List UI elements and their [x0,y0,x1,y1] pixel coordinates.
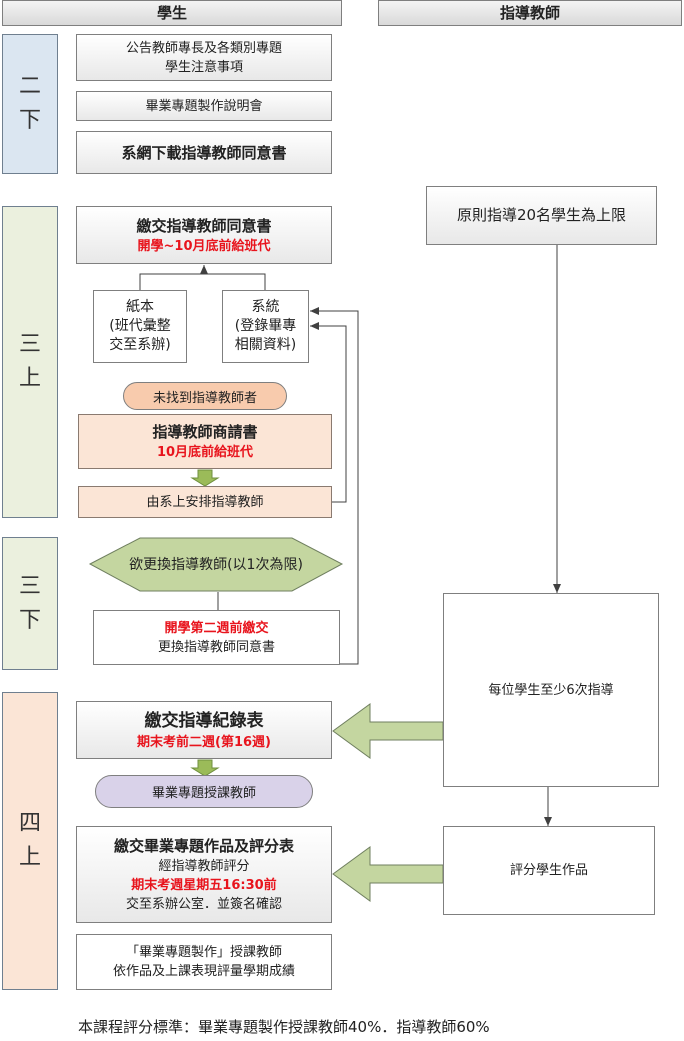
download-consent-text: 系網下載指導教師同意書 [121,143,287,162]
record-box: 繳交指導紀錄表 期末考前二週(第16週) [76,701,332,759]
change-form-box: 開學第二週前繳交 更換指導教師同意書 [93,610,340,665]
small-arrow-request-to-assign [190,469,220,487]
consent-deadline: 開學~10月底前給班代 [137,238,271,254]
semester-bar-4a: 四 上 [2,692,58,990]
consent-box: 繳交指導教師同意書 開學~10月底前給班代 [76,206,332,264]
assign-box: 由系上安排指導教師 [78,486,332,518]
connector-change-to-system [310,307,359,665]
small-arrow-record-to-teacher [190,759,220,777]
guidance-text: 每位學生至少6次指導 [488,682,614,698]
guidance-box: 每位學生至少6次指導 [443,593,659,787]
record-title: 繳交指導紀錄表 [144,710,264,731]
system-line1: 系統 [251,299,280,315]
grading-criteria-footer: 本課程評分標準：畢業專題製作授課教師40%．指導教師60% [78,1018,490,1036]
submit-line2: 經指導教師評分 [158,859,250,874]
block-arrow-guidance-to-record [332,703,444,759]
briefing-box: 畢業專題製作說明會 [76,91,332,121]
connector-assign-to-system [310,322,347,503]
semester-bar-3b: 三 下 [2,537,58,670]
announce-box: 公告教師專長及各類別專題 學生注意事項 [76,34,332,81]
student-column-header: 學生 [2,0,342,26]
paper-box: 紙本 (班代彙整 交至系辦) [93,290,187,363]
semester-label: 四 上 [18,811,41,870]
semester-label: 三 上 [18,332,41,391]
request-box: 指導教師商請書 10月底前給班代 [78,414,332,469]
change-form-text: 更換指導教師同意書 [157,639,275,655]
advisor-limit-box: 原則指導20名學生為上限 [426,186,657,245]
submit-box: 繳交畢業專題作品及評分表 經指導教師評分 期末考週星期五16:30前 交至系辦公… [76,826,332,923]
submit-line4: 交至系辦公室．並簽名確認 [125,897,282,912]
semester-label: 二 下 [18,74,41,133]
no-advisor-pill: 未找到指導教師者 [123,382,287,410]
change-decision-label: 欲更換指導教師(以1次為限) [129,557,303,573]
paper-line1: 紙本 [126,299,154,315]
record-deadline: 期末考前二週(第16週) [137,734,271,750]
final-line2: 依作品及上課表現評量學期成績 [112,964,295,979]
assign-text: 由系上安排指導教師 [146,494,264,510]
no-advisor-text: 未找到指導教師者 [152,390,257,406]
change-form-deadline: 開學第二週前繳交 [164,620,269,636]
connector-paper-to-consent [139,273,266,290]
paper-line2: (班代彙整 [109,318,171,334]
grade-work-box: 評分學生作品 [443,826,655,915]
advisor-limit-text: 原則指導20名學生為上限 [456,206,627,224]
system-line3: 相關資料) [234,337,297,353]
semester-label: 三 下 [18,573,41,633]
block-arrow-grade-to-submit [332,846,444,902]
final-line1: 「畢業專題製作」授課教師 [125,945,282,960]
request-deadline: 10月底前給班代 [156,445,254,460]
semester-bar-2b: 二 下 [2,34,58,174]
consent-title: 繳交指導教師同意書 [136,216,272,235]
announce-line2: 學生注意事項 [164,59,243,75]
course-teacher-pill: 畢業專題授課教師 [95,775,313,808]
submit-deadline: 期末考週星期五16:30前 [131,878,277,893]
semester-bar-3a: 三 上 [2,206,58,518]
request-title: 指導教師商請書 [152,423,258,441]
final-grade-box: 「畢業專題製作」授課教師 依作品及上課表現評量學期成績 [76,934,332,990]
course-teacher-text: 畢業專題授課教師 [151,786,256,801]
briefing-text: 畢業專題製作說明會 [145,98,263,114]
advisor-column-header: 指導教師 [378,0,682,26]
grade-work-text: 評分學生作品 [509,863,588,878]
submit-title: 繳交畢業專題作品及評分表 [113,837,294,855]
system-box: 系統 (登錄畢專 相關資料) [222,290,309,363]
announce-line1: 公告教師專長及各類別專題 [125,40,282,56]
paper-line3: 交至系辦) [109,337,171,353]
system-line2: (登錄畢專 [234,318,297,334]
decision-diamond [88,537,344,592]
download-consent-box: 系網下載指導教師同意書 [76,131,332,174]
